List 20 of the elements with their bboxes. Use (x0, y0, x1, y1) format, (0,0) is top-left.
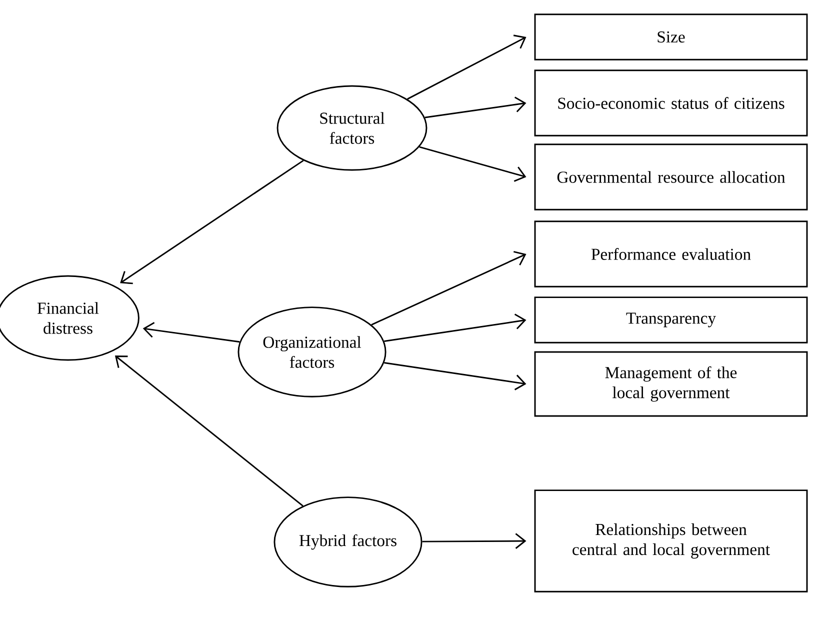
ellipse-node: Organizational factors (238, 306, 386, 398)
arrow (384, 362, 526, 390)
ellipse-node: Hybrid factors (274, 496, 422, 588)
factor-box: Size (534, 14, 808, 60)
arrow (384, 314, 526, 342)
factor-box: Relationships between central and local government (534, 490, 808, 592)
arrow (424, 96, 526, 118)
arrow (114, 356, 304, 506)
ellipse-node: Structural factors (276, 85, 428, 171)
arrow (419, 146, 526, 182)
arrow (371, 251, 526, 326)
factor-box: Transparency (534, 296, 808, 344)
arrow (120, 160, 304, 284)
factor-box: Governmental resource allocation (534, 144, 808, 210)
arrow (422, 533, 526, 549)
factor-box: Management of the local government (534, 351, 808, 417)
arrow (407, 34, 526, 100)
factor-box: Performance evaluation (534, 220, 808, 288)
factor-box: Socio-economic status of citizens (534, 70, 808, 136)
arrow (142, 322, 240, 343)
